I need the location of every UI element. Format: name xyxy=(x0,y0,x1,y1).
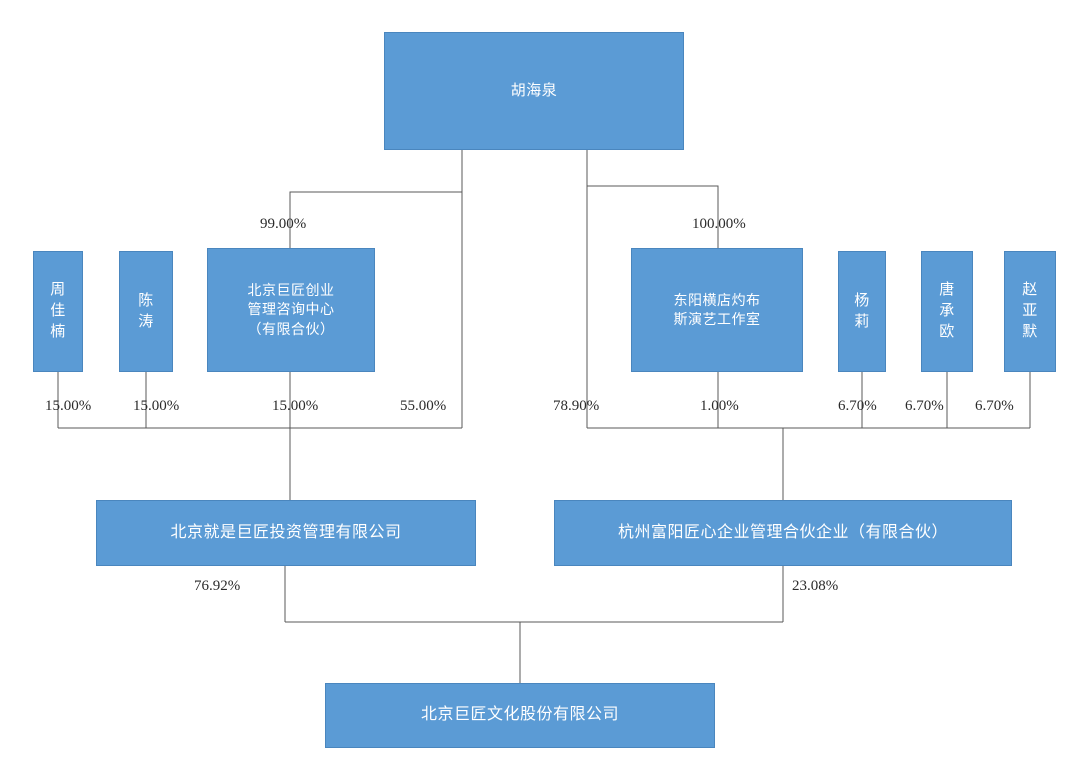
node-yang-li[interactable]: 杨 莉 xyxy=(838,251,886,372)
line-root-to-dongyang-studio xyxy=(587,185,719,248)
edge-label-100: 100.00% xyxy=(692,216,746,232)
node-chen-tao[interactable]: 陈 涛 xyxy=(119,251,173,372)
node-zhou-jianan-label: 周 佳 楠 xyxy=(50,281,66,340)
node-beijing-jiushi-jujiang[interactable]: 北京就是巨匠投资管理有限公司 xyxy=(96,500,476,566)
node-beijing-jujiang-culture[interactable]: 北京巨匠文化股份有限公司 xyxy=(325,683,715,748)
edge-label-7692: 76.92% xyxy=(194,578,241,594)
edge-label-55: 55.00% xyxy=(400,398,447,414)
node-beijing-jujiang-culture-label: 北京巨匠文化股份有限公司 xyxy=(420,706,619,724)
node-root[interactable]: 胡海泉 xyxy=(384,32,684,150)
edge-label-99: 99.00% xyxy=(260,216,307,232)
edge-label-67-zhao: 6.70% xyxy=(975,398,1014,414)
node-beijing-jiushi-jujiang-label: 北京就是巨匠投资管理有限公司 xyxy=(170,523,402,541)
node-beijing-jujiang-center[interactable]: 北京巨匠创业 管理咨询中心 （有限合伙） xyxy=(207,248,375,372)
node-hangzhou-fuyang-label: 杭州富阳匠心企业管理合伙企业（有限合伙） xyxy=(617,523,948,541)
edge-label-15-zhou: 15.00% xyxy=(45,398,92,414)
edge-label-15-chen: 15.00% xyxy=(133,398,180,414)
line-root-to-jujiang-center xyxy=(289,191,462,248)
edge-label-67-tang: 6.70% xyxy=(905,398,944,414)
node-root-label: 胡海泉 xyxy=(510,81,558,99)
node-yang-li-label: 杨 莉 xyxy=(854,291,870,330)
node-tang-cheng-ou[interactable]: 唐 承 欧 xyxy=(921,251,973,372)
node-beijing-jujiang-center-label: 北京巨匠创业 管理咨询中心 （有限合伙） xyxy=(247,282,335,337)
edge-label-15-center: 15.00% xyxy=(272,398,319,414)
node-zhao-ya-mo-label: 赵 亚 默 xyxy=(1022,281,1038,340)
node-chen-tao-label: 陈 涛 xyxy=(138,291,154,330)
edge-label-7890: 78.90% xyxy=(553,398,600,414)
edge-label-67-yang: 6.70% xyxy=(838,398,877,414)
node-zhou-jianan[interactable]: 周 佳 楠 xyxy=(33,251,83,372)
node-tang-cheng-ou-label: 唐 承 欧 xyxy=(939,281,955,340)
edge-label-2308: 23.08% xyxy=(792,578,839,594)
node-zhao-ya-mo[interactable]: 赵 亚 默 xyxy=(1004,251,1056,372)
node-dongyang-studio-label: 东阳横店灼布 斯演艺工作室 xyxy=(673,291,761,327)
node-hangzhou-fuyang[interactable]: 杭州富阳匠心企业管理合伙企业（有限合伙） xyxy=(554,500,1012,566)
node-dongyang-studio[interactable]: 东阳横店灼布 斯演艺工作室 xyxy=(631,248,803,372)
edge-label-1: 1.00% xyxy=(700,398,739,414)
